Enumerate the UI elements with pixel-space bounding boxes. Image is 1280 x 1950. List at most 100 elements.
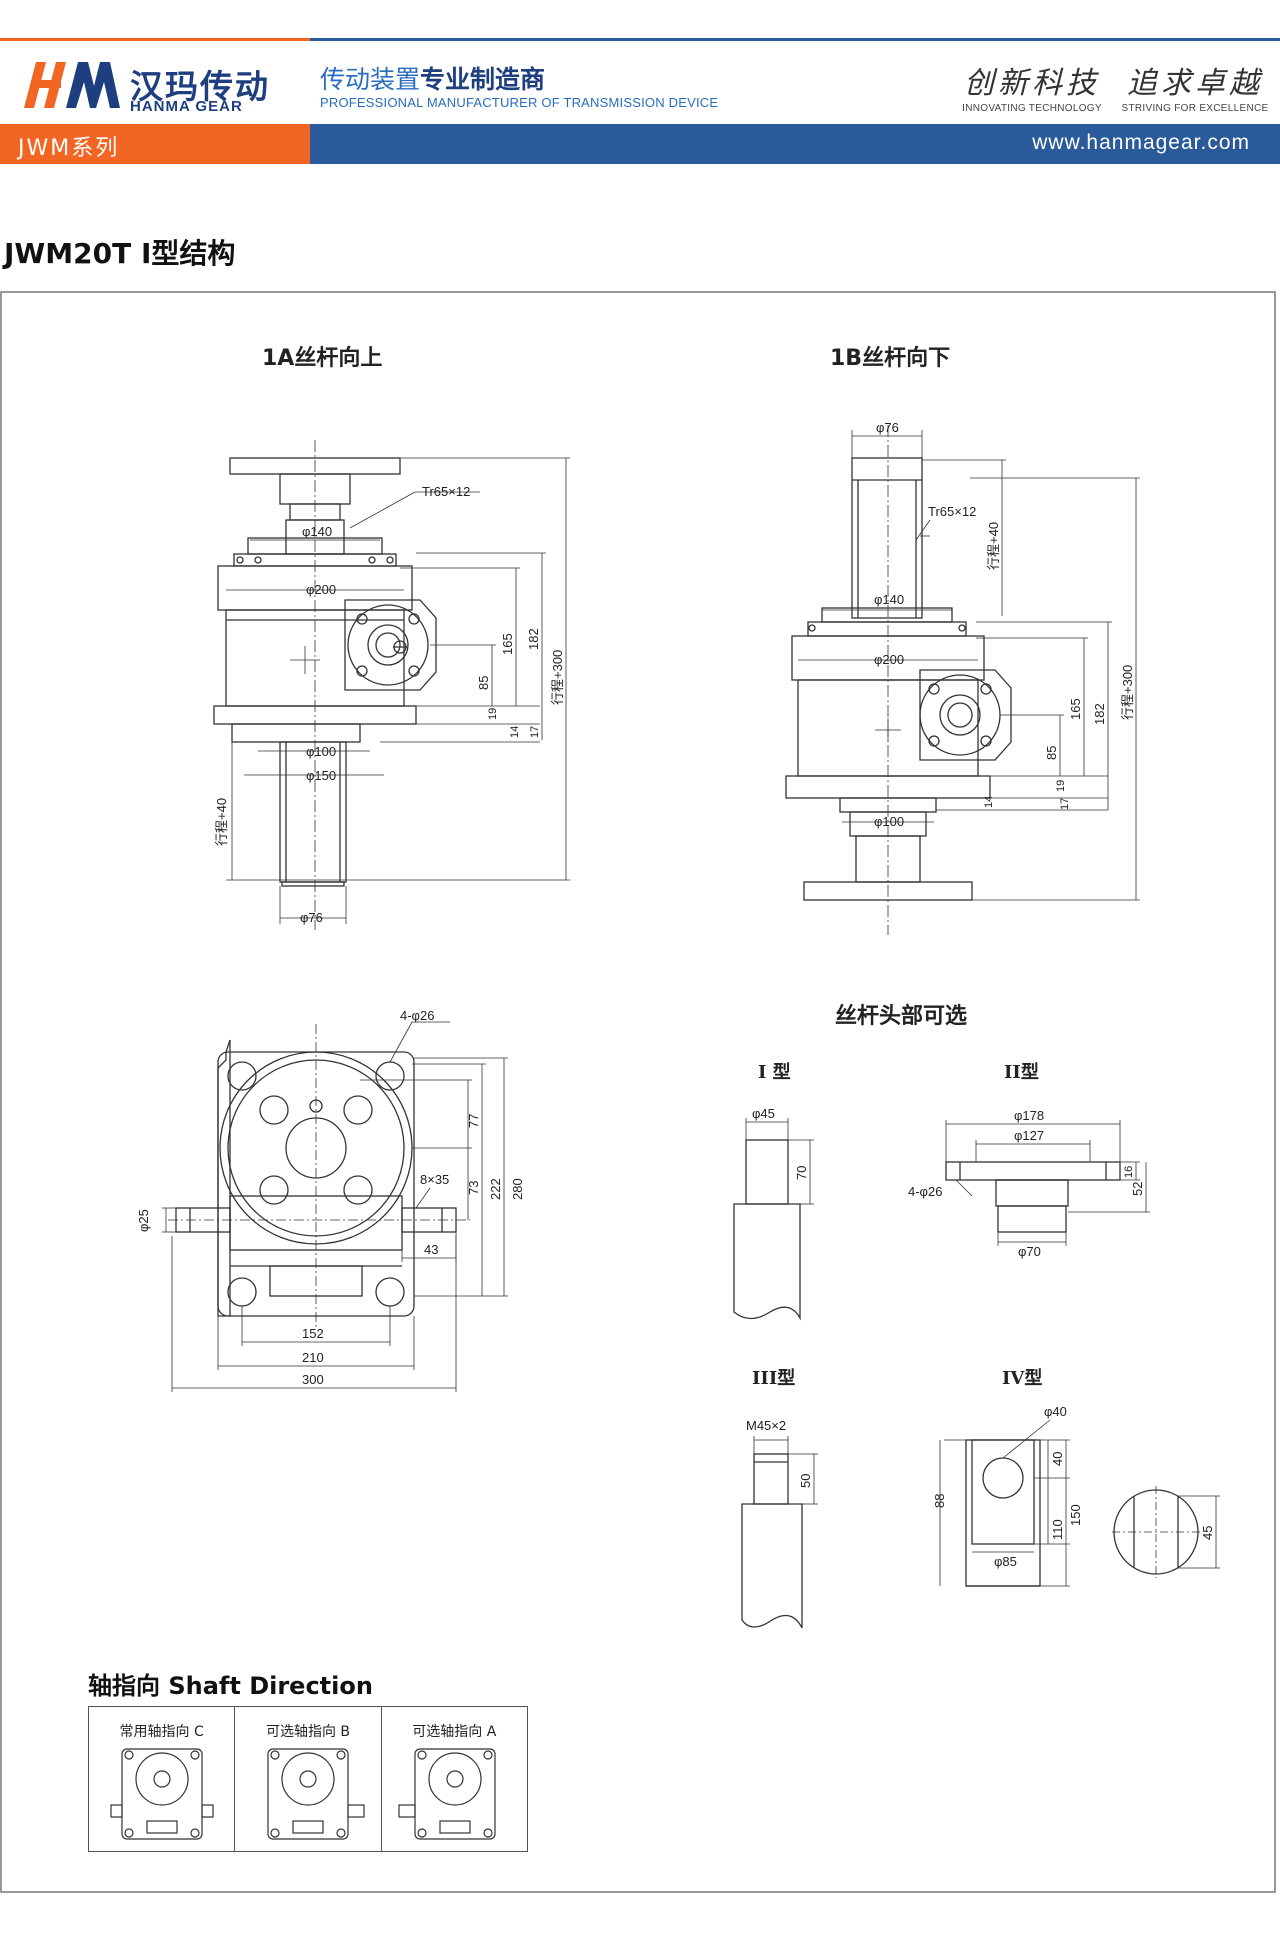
top-dim-300: 300 — [302, 1372, 324, 1387]
view-1b-dim-85: 85 — [1044, 746, 1059, 760]
top-dim-77: 77 — [466, 1114, 481, 1128]
motto-innovation: 创新科技 INNOVATING TECHNOLOGY — [958, 58, 1106, 114]
type2-title: II型 — [1004, 1062, 1039, 1083]
drawing-frame — [0, 291, 1276, 1893]
view-1a-dim-stroke40: 行程+40 — [214, 798, 229, 846]
gearbox-c-icon — [110, 1748, 214, 1840]
type1-dim-70: 70 — [794, 1166, 809, 1180]
motto-excellence-en: STRIVING FOR EXCELLENCE — [1121, 103, 1269, 114]
shaft-cell-c[interactable]: 常用轴指向 C — [89, 1707, 236, 1851]
website-band: www.hanmagear.com — [310, 124, 1280, 164]
type4-dim-40: 40 — [1050, 1452, 1065, 1466]
view-1a-dim-d100: φ100 — [306, 744, 336, 759]
type4-dim-45: 45 — [1200, 1526, 1215, 1540]
top-dim-key: 8×35 — [420, 1172, 449, 1187]
view-1b-title: 1B丝杆向下 — [830, 346, 951, 371]
type2-dim-d70: φ70 — [1018, 1244, 1041, 1259]
page-title: JWM20T I型结构 — [4, 237, 236, 270]
type1-drawing: φ45 70 — [733, 1106, 814, 1321]
slogan-light: 传动装置 — [320, 65, 421, 94]
series-band: JWM系列 — [0, 124, 310, 164]
gearbox-a-icon — [398, 1748, 496, 1840]
logo-chinese-name: 汉玛传动 — [130, 67, 270, 106]
shaft-cell-b[interactable]: 可选轴指向 B — [235, 1707, 382, 1851]
view-1a-dim-d200: φ200 — [306, 582, 336, 597]
type2-dim-d127: φ127 — [1014, 1128, 1044, 1143]
top-dim-280: 280 — [510, 1178, 525, 1200]
top-dim-d25: φ25 — [136, 1209, 151, 1232]
view-1b-dim-14: 14 — [983, 796, 995, 808]
type2-dim-d178: φ178 — [1014, 1108, 1044, 1123]
view-1b-dim-d100: φ100 — [874, 814, 904, 829]
shaft-label-c: 常用轴指向 C — [119, 1724, 204, 1740]
view-1b-dim-17: 17 — [1059, 798, 1071, 810]
header-accent-line-orange — [0, 38, 310, 41]
slogan-english: PROFESSIONAL MANUFACTURER OF TRANSMISSIO… — [320, 95, 719, 110]
motto-excellence-cn: 追求卓越 — [1127, 66, 1263, 101]
type1-title: I 型 — [758, 1062, 791, 1083]
type3-drawing: M45×2 50 — [741, 1418, 818, 1629]
view-1b-drawing: φ76 Tr65×12 行程+40 φ140 φ200 φ100 165 182… — [785, 420, 1140, 935]
view-1b-dim-stroke300: 行程+300 — [1120, 665, 1135, 720]
type4-dim-88: 88 — [932, 1494, 947, 1508]
view-1b-dim-d140: φ140 — [874, 592, 904, 607]
top-dim-73: 73 — [466, 1181, 481, 1195]
type2-dim-holes: 4-φ26 — [908, 1184, 942, 1199]
type2-dim-52: 52 — [1130, 1182, 1145, 1196]
options-title: 丝杆头部可选 — [835, 1004, 968, 1029]
view-1a-dim-165: 165 — [500, 633, 515, 655]
slogan-chinese: 传动装置专业制造商 — [320, 60, 545, 96]
shaft-cell-a[interactable]: 可选轴指向 A — [382, 1707, 527, 1851]
type4-title: IV型 — [1002, 1368, 1043, 1389]
gearbox-b-icon — [267, 1748, 365, 1840]
type2-dim-16: 16 — [1123, 1166, 1135, 1178]
top-view-drawing: 4-φ26 77 73 222 280 8×35 43 φ25 152 210 … — [136, 1008, 525, 1392]
top-dim-210: 210 — [302, 1350, 324, 1365]
series-label: JWM系列 — [18, 136, 120, 161]
view-1a-title: 1A丝杆向上 — [262, 346, 383, 371]
type4-dim-150: 150 — [1068, 1504, 1083, 1526]
header-accent-line-blue — [310, 38, 1280, 41]
type3-dim-thread: M45×2 — [746, 1418, 786, 1433]
view-1b-dim-165: 165 — [1068, 698, 1083, 720]
hanma-logo-mark-icon — [24, 62, 120, 108]
slogan-bold: 专业制造商 — [420, 65, 546, 94]
type4-dim-d40: φ40 — [1044, 1404, 1067, 1419]
type1-dim-d45: φ45 — [752, 1106, 775, 1121]
view-1a-dim-thread: Tr65×12 — [422, 484, 470, 499]
view-1a-dim-182: 182 — [526, 628, 541, 650]
type4-drawing: φ40 40 88 110 150 φ85 45 — [932, 1404, 1220, 1587]
page-header: 汉玛传动 HANMA GEAR 传动装置专业制造商 PROFESSIONAL M… — [0, 0, 1280, 165]
type4-dim-110: 110 — [1050, 1519, 1065, 1540]
top-dim-152: 152 — [302, 1326, 324, 1341]
view-1b-dim-d76: φ76 — [876, 420, 899, 435]
view-1b-dim-stroke40: 行程+40 — [986, 522, 1001, 570]
shaft-label-b: 可选轴指向 B — [265, 1724, 351, 1740]
view-1b-dim-thread: Tr65×12 — [928, 504, 976, 519]
view-1a-dim-d76: φ76 — [300, 910, 323, 925]
type3-title: III型 — [752, 1368, 796, 1389]
company-logo[interactable]: 汉玛传动 HANMA GEAR — [22, 56, 272, 116]
motto-innovation-en: INNOVATING TECHNOLOGY — [962, 103, 1102, 114]
view-1a-dim-19: 19 — [487, 708, 499, 720]
view-1a-dim-17: 17 — [529, 726, 541, 738]
motto-excellence: 追求卓越 STRIVING FOR EXCELLENCE — [1120, 58, 1270, 114]
type4-dim-d85: φ85 — [994, 1554, 1017, 1569]
view-1b-dim-182: 182 — [1092, 703, 1107, 725]
view-1a-dim-85: 85 — [476, 676, 491, 690]
motto-innovation-cn: 创新科技 — [964, 66, 1100, 101]
shaft-label-a: 可选轴指向 A — [412, 1724, 497, 1740]
view-1a-dim-14: 14 — [509, 726, 521, 738]
top-dim-222: 222 — [488, 1178, 503, 1200]
view-1a-dim-d140: φ140 — [302, 524, 332, 539]
website-link[interactable]: www.hanmagear.com — [1032, 131, 1250, 154]
shaft-direction-title: 轴指向 Shaft Direction — [88, 1672, 373, 1700]
type3-dim-50: 50 — [798, 1474, 813, 1488]
top-dim-holes: 4-φ26 — [400, 1008, 434, 1023]
type2-drawing: φ178 φ127 16 52 4-φ26 φ70 — [908, 1108, 1150, 1259]
view-1a-drawing: Tr65×12 φ140 φ200 φ100 φ150 φ76 165 182 … — [213, 440, 570, 930]
top-dim-43: 43 — [424, 1242, 438, 1257]
view-1a-dim-d150: φ150 — [306, 768, 336, 783]
logo-english-name: HANMA GEAR — [130, 98, 243, 115]
